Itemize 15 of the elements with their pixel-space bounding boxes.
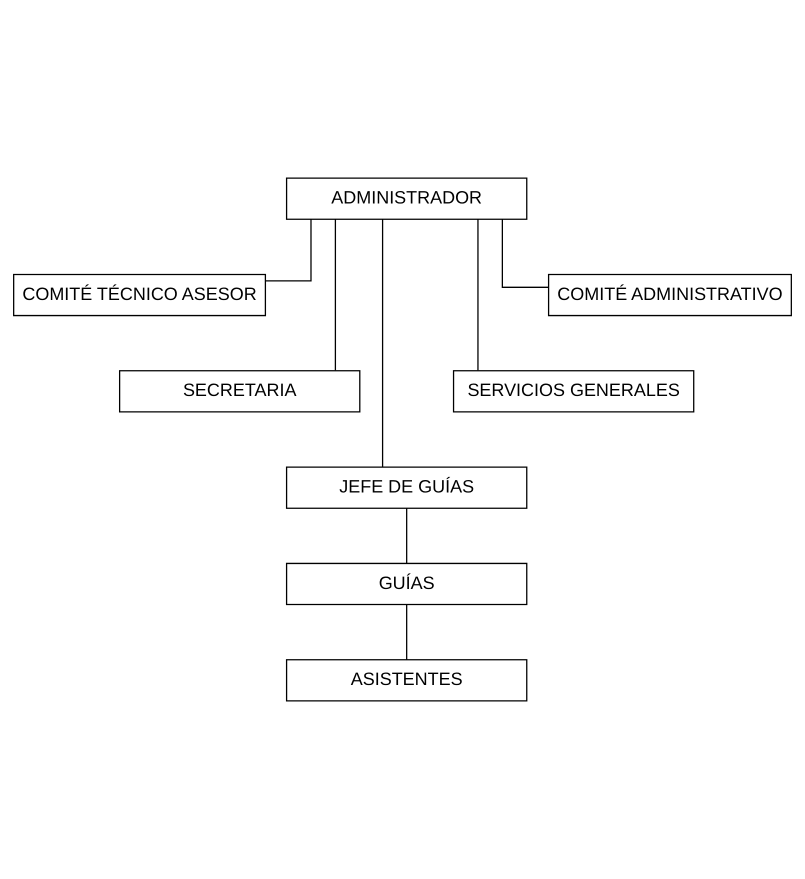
connector [502, 219, 548, 288]
node-box: ADMINISTRADOR [286, 178, 528, 220]
connector [406, 508, 408, 564]
node-box: SECRETARIA [118, 370, 360, 413]
connector [382, 219, 384, 468]
connector [334, 219, 336, 370]
node-box: COMITÉ ADMINISTRATIVO [548, 274, 792, 316]
node-box: JEFE DE GUÍAS [286, 466, 528, 509]
connector [477, 219, 479, 370]
connector [265, 219, 312, 282]
node-box: ASISTENTES [286, 659, 528, 702]
node-box: GUÍAS [286, 562, 528, 606]
node-box: COMITÉ TÉCNICO ASESOR [13, 274, 266, 316]
node-box: SERVICIOS GENERALES [452, 370, 694, 413]
connector [406, 604, 408, 660]
